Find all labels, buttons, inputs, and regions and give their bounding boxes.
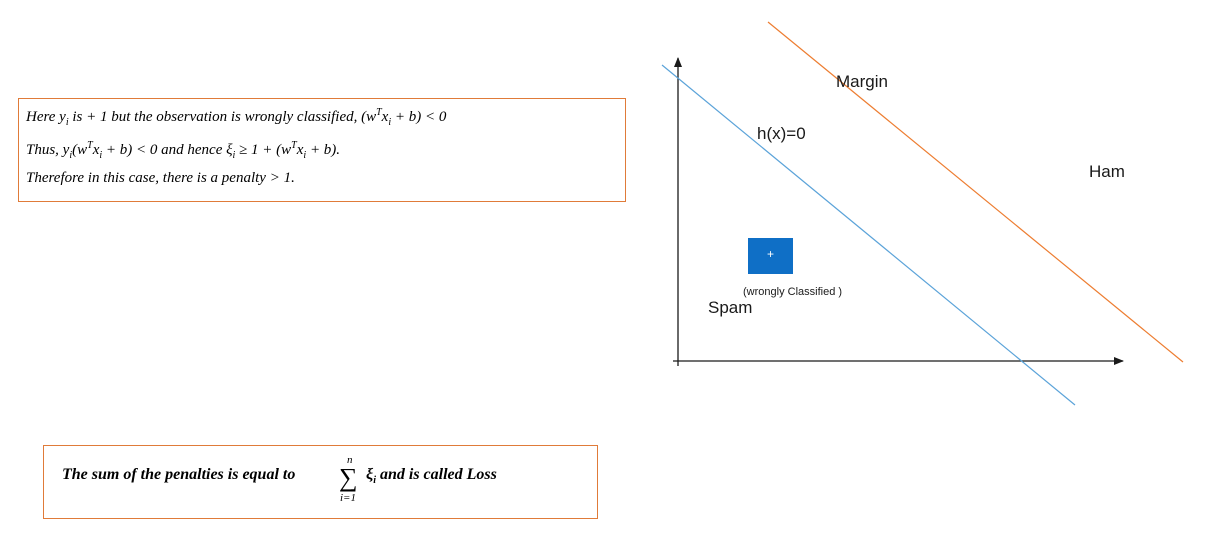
subscript: i <box>388 117 392 128</box>
text: x <box>296 142 304 158</box>
summation-symbol: n ∑ i=1 <box>338 454 362 506</box>
spam-label: Spam <box>708 298 753 317</box>
text: Thus, y <box>26 142 70 158</box>
explanation-line-3: Therefore in this case, there is a penal… <box>26 170 295 186</box>
explanation-line-1: Here yi is + 1 but the observation is wr… <box>26 107 446 128</box>
plus-sign: + <box>766 247 774 261</box>
subscript: i <box>303 150 307 161</box>
sigma-symbol: ∑ <box>339 463 358 492</box>
text: + b) < 0 <box>391 109 447 125</box>
misclassified-point: + <box>748 238 793 274</box>
text: Here y <box>26 109 66 125</box>
decision-boundary-label: h(x)=0 <box>757 124 806 143</box>
text: (w <box>72 142 88 158</box>
loss-prefix: The sum of the penalties is equal to <box>62 466 296 483</box>
text: and is called Loss <box>375 466 497 483</box>
text: is + 1 but the observation is wrongly cl… <box>68 109 377 125</box>
wrongly-classified-note: (wrongly Classified ) <box>743 286 843 298</box>
summation-upper-limit: n <box>347 454 353 466</box>
subscript: i <box>65 117 69 128</box>
loss-box: The sum of the penalties is equal to n ∑… <box>43 445 598 519</box>
text: x <box>92 142 100 158</box>
text: ≥ 1 + (w <box>235 142 292 158</box>
subscript: i <box>99 150 103 161</box>
superscript: T <box>87 140 93 151</box>
explanation-box: Here yi is + 1 but the observation is wr… <box>18 98 626 202</box>
ham-label: Ham <box>1089 162 1125 181</box>
subscript: i <box>69 150 73 161</box>
margin-line <box>767 21 1184 363</box>
explanation-line-2: Thus, yi(wTxi + b) < 0 and hence ξi ≥ 1 … <box>26 140 340 161</box>
superscript: T <box>291 140 297 151</box>
subscript: i <box>232 150 236 161</box>
summation-lower-limit: i=1 <box>340 492 356 504</box>
text: + b). <box>306 142 341 158</box>
superscript: T <box>376 107 382 118</box>
decision-boundary-line <box>661 64 1076 406</box>
margin-label: Margin <box>836 72 888 91</box>
xi-symbol: ξ <box>366 466 374 483</box>
subscript: i <box>373 475 376 487</box>
text: + b) < 0 and hence ξ <box>102 142 233 158</box>
text: x <box>381 109 389 125</box>
loss-suffix: ξi and is called Loss <box>366 466 497 486</box>
